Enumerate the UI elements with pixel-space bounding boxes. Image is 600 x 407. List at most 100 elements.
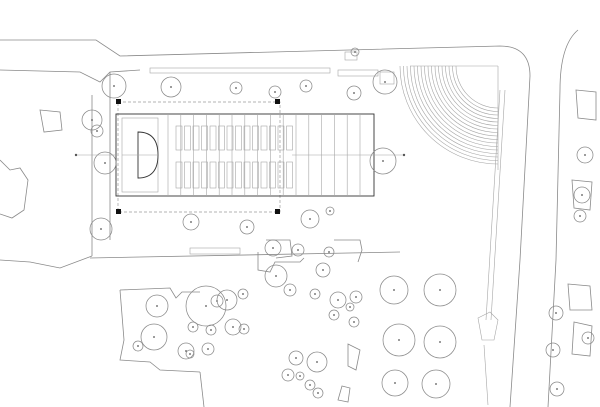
tree bbox=[369, 147, 397, 175]
tree bbox=[201, 342, 215, 356]
tree bbox=[545, 342, 561, 358]
amphitheatre-step bbox=[403, 65, 499, 161]
pew bbox=[201, 125, 208, 151]
tree bbox=[140, 323, 168, 351]
trees bbox=[81, 47, 595, 399]
pew bbox=[243, 161, 251, 189]
amphitheatre-step bbox=[448, 65, 499, 116]
amphitheatre-step bbox=[424, 65, 499, 140]
tree bbox=[182, 213, 200, 231]
tree bbox=[264, 239, 282, 257]
tree bbox=[325, 206, 335, 216]
pews-lower bbox=[175, 161, 293, 189]
tree bbox=[581, 331, 595, 345]
tree bbox=[216, 289, 238, 311]
tree bbox=[423, 325, 457, 359]
pew bbox=[260, 161, 268, 189]
amphitheatre-step bbox=[431, 65, 499, 133]
tree bbox=[185, 349, 195, 359]
tree bbox=[238, 323, 250, 335]
tree bbox=[548, 305, 564, 321]
tree bbox=[81, 109, 103, 131]
pew bbox=[201, 161, 208, 189]
tree bbox=[264, 264, 288, 288]
amphitheatre-step bbox=[434, 65, 499, 130]
amphitheatre-step bbox=[410, 65, 499, 154]
main-building bbox=[74, 101, 406, 213]
tree bbox=[573, 209, 587, 223]
pew bbox=[184, 161, 191, 189]
amphitheatre-step bbox=[417, 65, 499, 147]
pew bbox=[235, 125, 242, 151]
tree bbox=[93, 151, 117, 175]
amphitheatre-step bbox=[406, 65, 499, 158]
tree bbox=[239, 219, 255, 235]
tree bbox=[421, 369, 451, 399]
tree bbox=[315, 262, 331, 278]
nave-bays bbox=[167, 114, 361, 196]
tree bbox=[205, 324, 217, 336]
pew bbox=[252, 161, 259, 189]
tree bbox=[312, 387, 324, 399]
pew bbox=[286, 161, 293, 189]
tree bbox=[177, 342, 195, 360]
tree bbox=[576, 146, 594, 164]
amphitheatre-step bbox=[445, 65, 499, 119]
tree bbox=[323, 246, 335, 258]
tree bbox=[309, 288, 321, 300]
amphitheatre-step bbox=[413, 65, 499, 151]
pew bbox=[286, 125, 293, 151]
pew bbox=[269, 125, 276, 151]
pew bbox=[192, 161, 200, 189]
tree bbox=[328, 309, 340, 321]
pew bbox=[184, 125, 191, 151]
tree bbox=[573, 186, 591, 204]
tree bbox=[101, 73, 127, 99]
tree bbox=[382, 323, 416, 357]
tree bbox=[350, 47, 360, 57]
pew bbox=[235, 161, 242, 189]
pew bbox=[226, 125, 234, 151]
pew bbox=[218, 125, 225, 151]
tree bbox=[291, 243, 305, 257]
pew bbox=[277, 125, 285, 151]
pew bbox=[277, 161, 285, 189]
tree bbox=[329, 291, 347, 309]
amphitheatre-step bbox=[438, 65, 499, 126]
tree bbox=[187, 321, 199, 333]
column-markers bbox=[116, 99, 280, 214]
tree bbox=[268, 85, 282, 99]
pew bbox=[226, 161, 234, 189]
lower-plots bbox=[119, 89, 597, 407]
tree bbox=[304, 379, 316, 391]
pew bbox=[175, 125, 183, 151]
tree bbox=[306, 351, 328, 373]
right-path bbox=[477, 89, 506, 406]
tree bbox=[379, 275, 409, 305]
pew bbox=[209, 125, 217, 151]
pews-upper bbox=[175, 125, 293, 151]
tree bbox=[229, 81, 243, 95]
tree bbox=[160, 76, 182, 98]
tree bbox=[281, 368, 295, 382]
tree bbox=[237, 288, 249, 300]
tree bbox=[345, 302, 355, 312]
tree bbox=[349, 290, 363, 304]
tree bbox=[89, 217, 113, 241]
pew bbox=[192, 125, 200, 151]
amphitheatre-step bbox=[455, 65, 499, 109]
street-lines bbox=[0, 29, 579, 407]
tree bbox=[346, 85, 362, 101]
amphitheatre-step bbox=[427, 65, 499, 137]
tree bbox=[90, 124, 104, 138]
tree bbox=[549, 381, 565, 397]
pew bbox=[243, 125, 251, 151]
tree bbox=[299, 79, 313, 93]
pew bbox=[252, 125, 259, 151]
tree bbox=[224, 318, 242, 336]
tree bbox=[185, 285, 227, 327]
pew bbox=[218, 161, 225, 189]
amphitheatre-step bbox=[399, 65, 499, 165]
tree bbox=[145, 294, 169, 318]
